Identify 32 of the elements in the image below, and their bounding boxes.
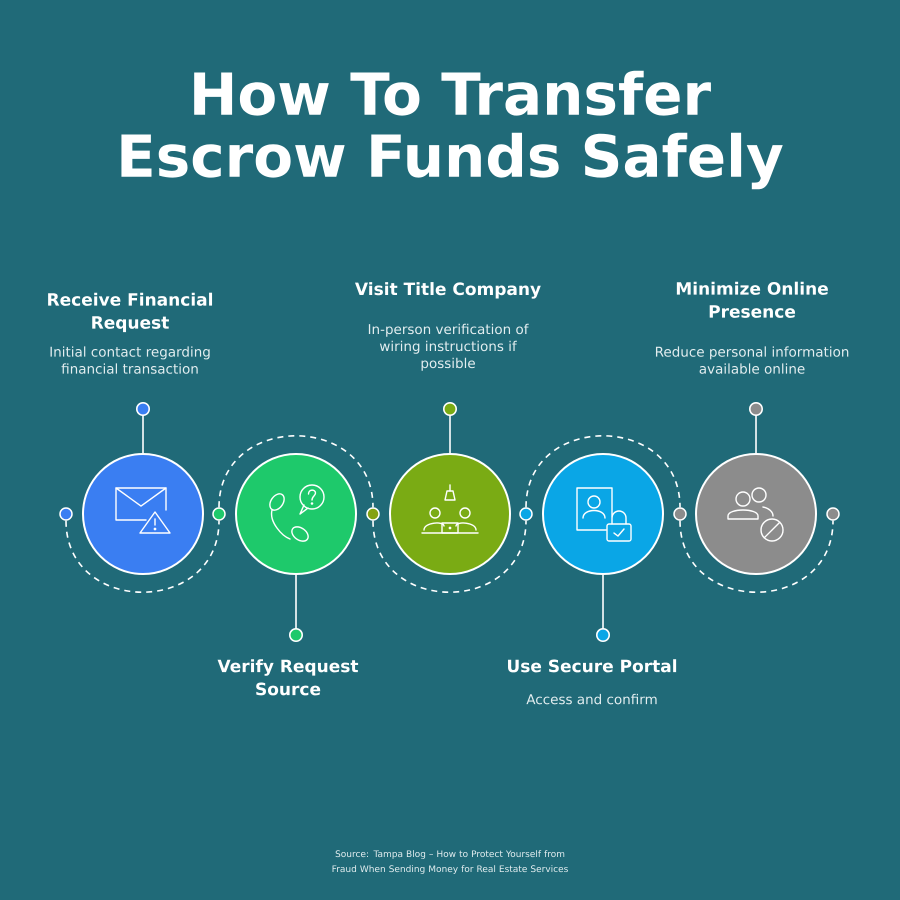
source-caption: Source: Tampa Blog – How to Protect Yourself from Fraud When Sending Money for Real Estate Services [332,850,568,874]
step-description: Reduce personal information available online [656,346,848,374]
connector-line [443,402,457,453]
junction-dot [366,507,380,521]
junction-dot [673,507,687,521]
step-circle [389,453,511,575]
step-title: Receive Financial Request [48,292,212,332]
step-title: Use Secure Portal [508,659,676,672]
step-circle [82,453,204,575]
junction-dot [59,507,73,521]
junction-dot [826,507,840,521]
connector-line [596,575,610,642]
connector-line [136,402,150,453]
title: How To Transfer Escrow Funds Safely [121,70,783,190]
step-circle [235,453,357,575]
step-description: In-person verification of wiring instructions if possible [368,324,529,371]
step-description: Access and confirm [526,694,657,704]
step-title: Verify Request Source [218,659,358,696]
dashed-arc [65,520,220,593]
junction-dot [519,507,533,521]
connector-line [749,402,763,453]
junction-dot [212,507,226,521]
step-title: Visit Title Company [354,282,541,299]
step-title: Minimize Online Presence [676,282,828,318]
dashed-arc [218,435,374,508]
dashed-arc [372,520,527,593]
step-description: Initial contact regarding financial transaction [50,346,210,374]
dashed-arc [525,435,681,508]
step-circle [695,453,817,575]
step-circle [542,453,664,575]
dashed-arc [679,520,834,593]
connector-line [289,575,303,642]
